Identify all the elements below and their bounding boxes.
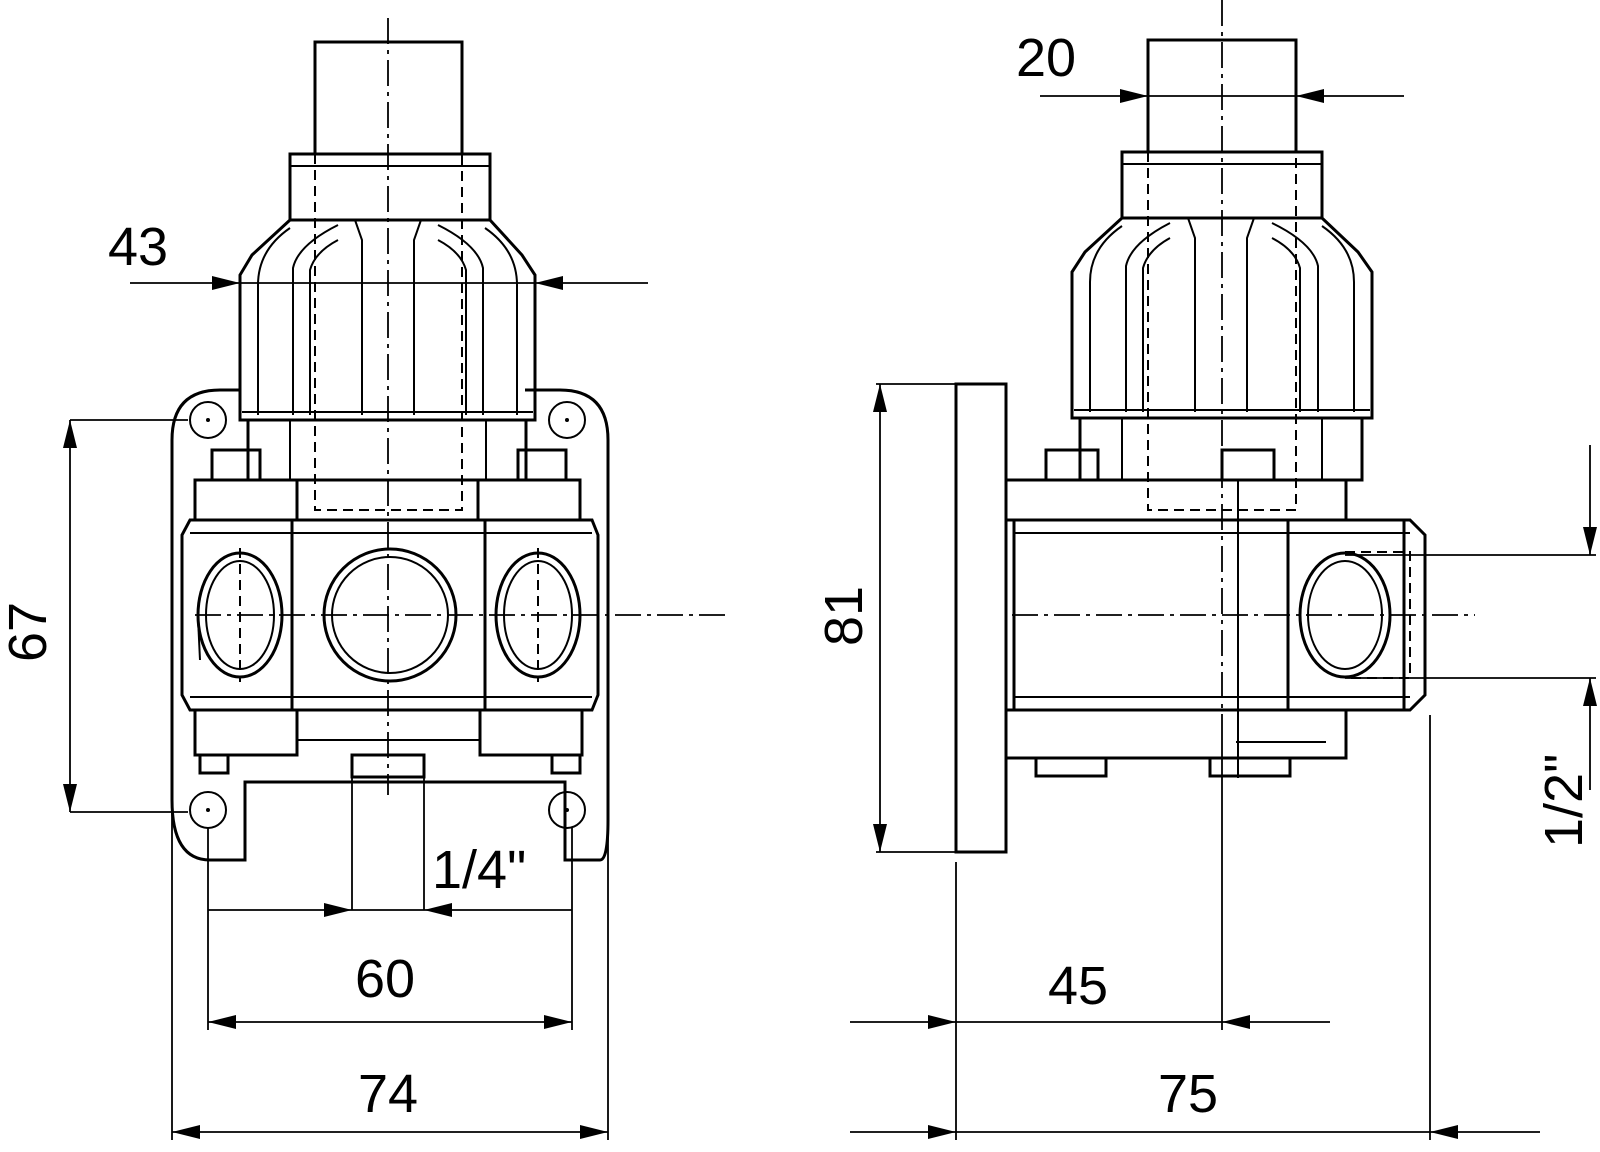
side-flange: [954, 382, 1008, 854]
front-knurled-nut: [238, 218, 537, 422]
dim-mount-height: 67: [0, 602, 58, 662]
dim-port-thread: 1/4": [432, 840, 526, 900]
side-view: [954, 0, 1475, 854]
dimensions: 43 67 1/4" 60 74 20: [0, 28, 1597, 1140]
dim-nut-diameter: 43: [108, 217, 168, 277]
dim-overall-width: 74: [358, 1064, 418, 1124]
dim-flange-height: 81: [814, 586, 874, 646]
dim-stem-diameter: 20: [1016, 28, 1076, 88]
side-valve-body: [1004, 478, 1427, 778]
mounting-holes: [189, 401, 586, 829]
dim-overall-depth: 75: [1158, 1064, 1218, 1124]
front-view: [170, 18, 725, 862]
front-stem-collar: [288, 152, 492, 222]
dim-outlet-thread: 1/2": [1534, 754, 1594, 848]
dim-hole-spacing: 60: [355, 949, 415, 1009]
dim-center-offset: 45: [1048, 956, 1108, 1016]
mounting-plate: [170, 388, 610, 862]
